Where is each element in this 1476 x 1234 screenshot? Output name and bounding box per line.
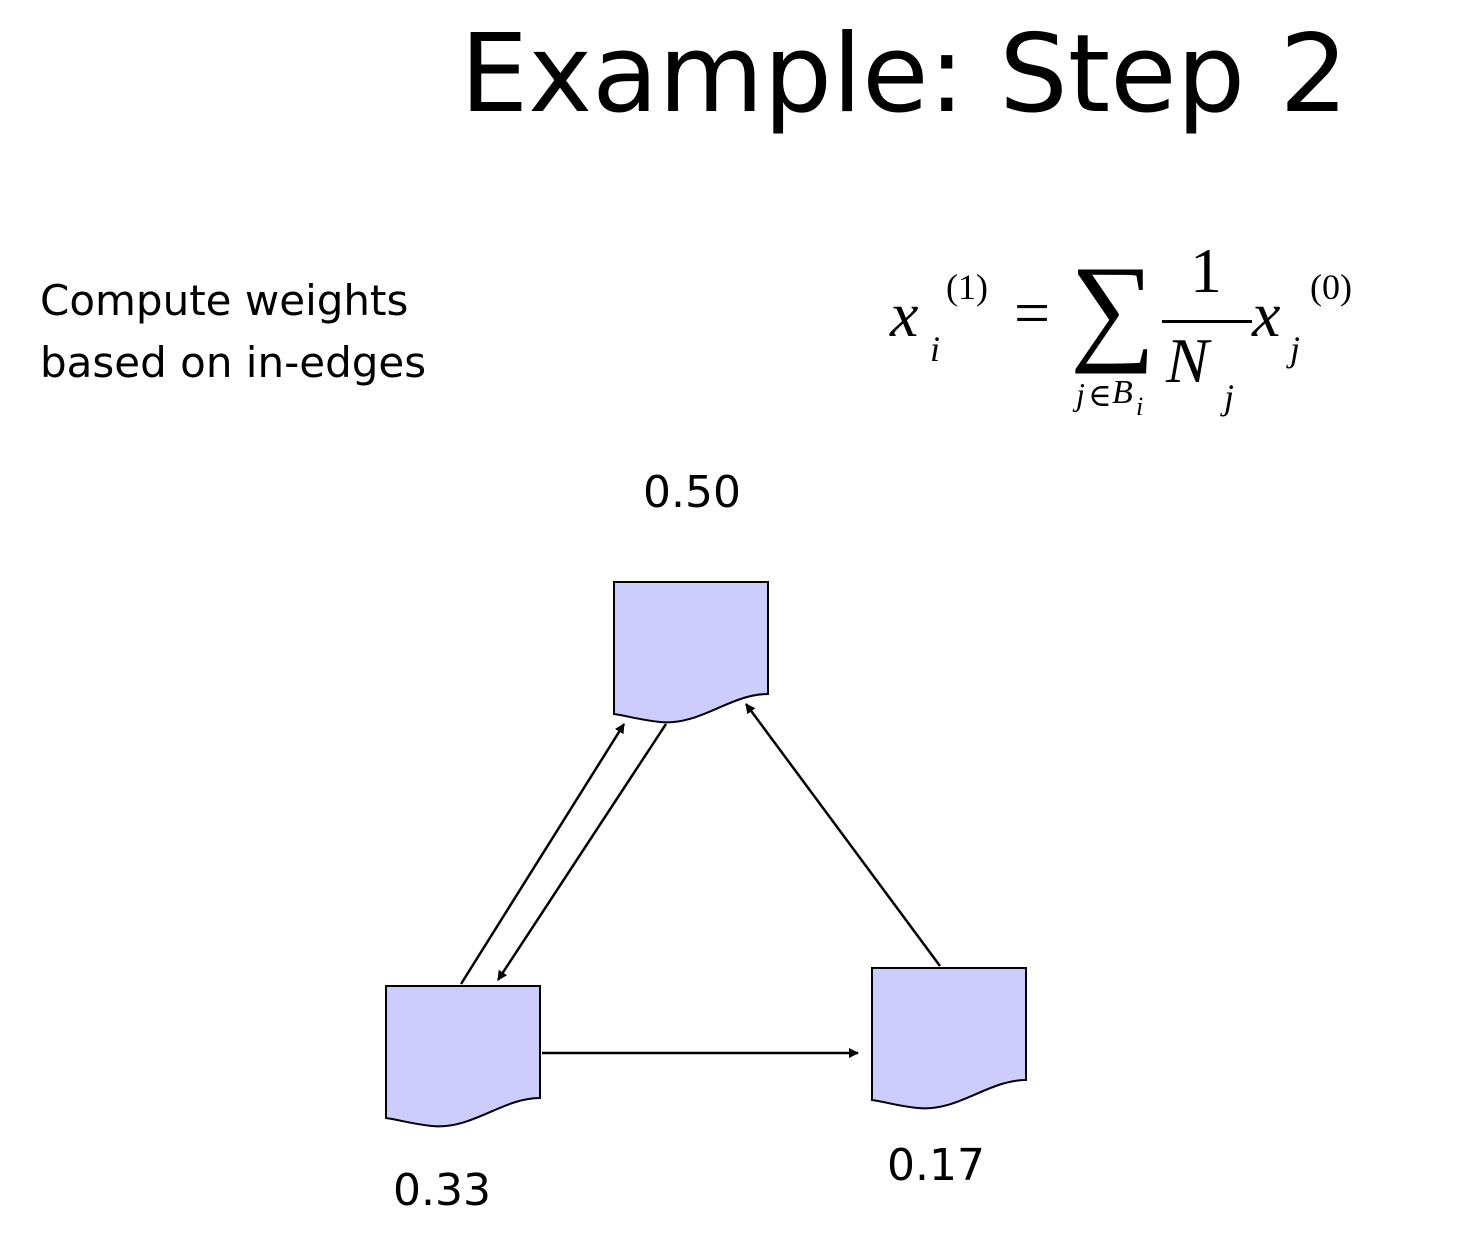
formula-rhs-sup: (0): [1310, 267, 1352, 307]
formula-equals: =: [1014, 277, 1051, 348]
formula-sum: ∑: [1070, 241, 1156, 374]
formula-lhs-sub: i: [930, 329, 941, 369]
slide-title: Example: Step 2: [460, 12, 1349, 137]
formula-sum-in: ∈: [1088, 377, 1112, 413]
formula-rhs-var: x: [1252, 279, 1281, 350]
formula-sum-B: B: [1112, 374, 1133, 411]
description-line-1: Compute weights: [40, 276, 409, 325]
description-line-2: based on in-edges: [40, 338, 427, 387]
edge-left-to-top: [459, 723, 626, 985]
node-right-document: [871, 967, 1027, 1110]
node-top-label: 0.50: [643, 467, 741, 518]
node-top-document: [613, 581, 769, 724]
pagerank-formula: x i (1) = ∑ j ∈ B i 1 N j x j (0): [890, 235, 1390, 440]
node-left-document: [385, 985, 541, 1128]
description: Compute weights based on in-edges: [40, 270, 426, 394]
formula-frac-den: N: [1166, 325, 1209, 396]
edge-right-to-top: [744, 703, 942, 967]
formula-sum-j: j: [1076, 376, 1085, 412]
formula-frac-num: 1: [1190, 235, 1222, 306]
fraction-bar: [1162, 320, 1252, 323]
formula-lhs-sup: (1): [946, 267, 988, 307]
node-left-label: 0.33: [393, 1165, 491, 1216]
formula-lhs-var: x: [890, 279, 919, 350]
formula-frac-den-sub: j: [1224, 377, 1235, 417]
node-right-label: 0.17: [887, 1140, 985, 1191]
formula-sum-i: i: [1136, 392, 1144, 421]
formula-rhs-sub: j: [1290, 329, 1301, 369]
edge-top-to-left: [496, 723, 668, 981]
